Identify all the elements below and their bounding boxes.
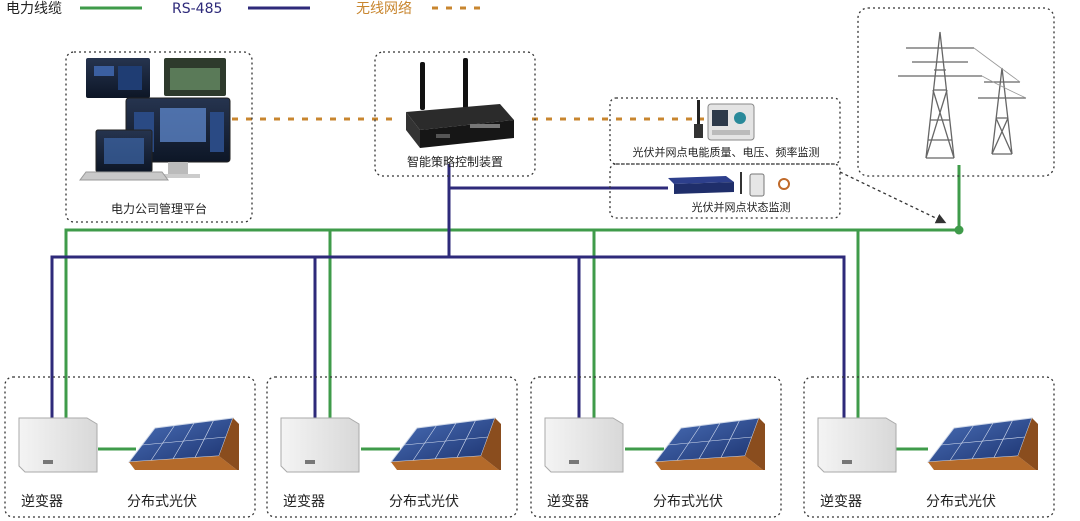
inverter-pv-units: 逆变器 分布式光伏 逆变器 分布式光伏 逆变器 分布式光伏 逆变器 分布式光伏 — [4, 376, 1055, 518]
unit-3: 逆变器 分布式光伏 — [530, 376, 782, 518]
unit-2: 逆变器 分布式光伏 — [266, 376, 518, 518]
rs485-lines — [50, 164, 846, 418]
inverter-icon — [544, 417, 624, 473]
grid-status-monitor-label: 光伏并网点状态监测 — [692, 200, 791, 214]
unit-1: 逆变器 分布式光伏 — [4, 376, 256, 518]
switch-icon — [668, 172, 790, 197]
pv-label: 分布式光伏 — [653, 494, 723, 510]
solar-panel-icon — [653, 417, 765, 470]
inverter-icon — [280, 417, 360, 473]
solar-panel-icon — [926, 417, 1038, 470]
power-quality-monitor: 光伏并网点电能质量、电压、频率监测 — [609, 97, 841, 165]
inverter-label: 逆变器 — [21, 494, 63, 510]
inverter-icon — [18, 417, 98, 473]
grid-status-monitor: 光伏并网点状态监测 — [609, 163, 841, 219]
unit-frame — [803, 376, 1055, 518]
unit-frame — [530, 376, 782, 518]
management-platform: 电力公司管理平台 — [65, 51, 253, 223]
grid-tower-frame — [857, 7, 1055, 177]
power-lines — [64, 165, 961, 451]
controller-frame — [374, 51, 536, 177]
unit-frame — [266, 376, 518, 518]
unit-frame — [4, 376, 256, 518]
pv-label: 分布式光伏 — [389, 494, 459, 510]
rs485-trunk-right — [449, 255, 846, 418]
power-quality-monitor-label: 光伏并网点电能质量、电压、频率监测 — [633, 145, 820, 159]
power-trunk — [64, 165, 961, 398]
legend-power-line-label: 电力线缆 — [6, 1, 62, 17]
controller-label: 智能策略控制装置 — [407, 154, 503, 169]
inverter-label: 逆变器 — [547, 494, 589, 510]
grid-junction — [954, 225, 964, 235]
solar-panel-icon — [389, 417, 501, 470]
solar-panel-icon — [127, 417, 239, 470]
unit-4: 逆变器 分布式光伏 — [803, 376, 1055, 518]
management-platform-frame — [65, 51, 253, 223]
legend-rs485-label: RS-485 — [172, 1, 222, 17]
transmission-tower-icon — [898, 31, 1027, 159]
pv-label: 分布式光伏 — [127, 494, 197, 510]
pv-label: 分布式光伏 — [926, 494, 996, 510]
grid-status-monitor-frame — [609, 163, 841, 219]
inverter-label: 逆变器 — [820, 494, 862, 510]
management-platform-label: 电力公司管理平台 — [111, 201, 207, 216]
rs485-trunk — [50, 164, 451, 418]
monitor-to-grid-arrow — [839, 171, 947, 224]
inverter-label: 逆变器 — [283, 494, 325, 510]
grid-tower-node — [857, 7, 1055, 177]
legend-wireless-label: 无线网络 — [356, 1, 412, 17]
meter-icon — [694, 100, 755, 141]
monitor-icon — [79, 58, 231, 181]
router-icon — [406, 58, 514, 148]
legend: 电力线缆 RS-485 无线网络 — [6, 1, 486, 17]
controller-node: 智能策略控制装置 — [374, 51, 536, 177]
inverter-icon — [817, 417, 897, 473]
